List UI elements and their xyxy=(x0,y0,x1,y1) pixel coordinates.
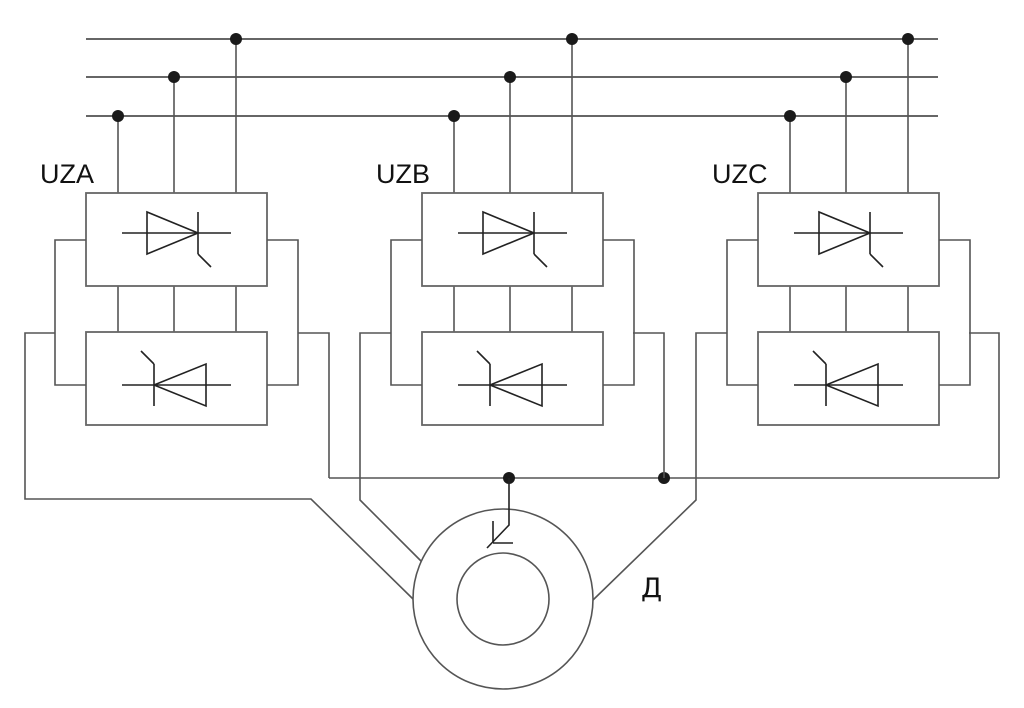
thyristor-forward-icon xyxy=(122,210,231,268)
inner-loop-left xyxy=(54,239,86,386)
thyristor-reverse-icon xyxy=(458,350,567,408)
thyristor-block-forward xyxy=(421,192,604,287)
phase-junction-dot xyxy=(902,33,914,45)
converter-uza: UZA xyxy=(40,33,299,426)
motor-label: Д xyxy=(641,573,662,604)
motor-brush-lead xyxy=(486,478,510,549)
phase-junction-dot xyxy=(230,33,242,45)
phase-junction-dot xyxy=(448,110,460,122)
converter-label: UZB xyxy=(376,159,430,189)
thyristor-block-forward xyxy=(85,192,268,287)
phase-junction-dot xyxy=(784,110,796,122)
wire-uzb-left-to-motor xyxy=(359,332,422,562)
phase-junction-dot xyxy=(112,110,124,122)
wire-uza-right-to-bus xyxy=(298,332,330,478)
thyristor-reverse-icon xyxy=(794,350,903,408)
motor-stator-circle xyxy=(412,508,594,690)
converter-label: UZC xyxy=(712,159,768,189)
thyristor-forward-icon xyxy=(458,210,567,268)
phase-junction-dot xyxy=(168,71,180,83)
thyristor-reverse-icon xyxy=(122,350,231,408)
converter-uzc: UZC xyxy=(712,33,971,426)
phase-junction-dot xyxy=(840,71,852,83)
converter-label: UZA xyxy=(40,159,94,189)
thyristor-block-reverse xyxy=(421,331,604,426)
inner-loop-left xyxy=(390,239,422,386)
thyristor-block-reverse xyxy=(85,331,268,426)
thyristor-block-forward xyxy=(757,192,940,287)
motor: Д xyxy=(412,478,662,690)
inner-loop-right xyxy=(267,239,299,386)
motor-rotor-circle xyxy=(456,552,550,646)
outer-wiring xyxy=(24,332,1000,601)
wire-uzb-right-to-bus xyxy=(633,332,665,478)
phase-junction-dot xyxy=(566,33,578,45)
phase-junction-dot xyxy=(504,71,516,83)
thyristor-forward-icon xyxy=(794,210,903,268)
inner-loop-right xyxy=(939,239,971,386)
wire-uzc-right-to-bus xyxy=(969,332,1000,478)
inner-loop-left xyxy=(726,239,758,386)
wire-uza-left-to-motor xyxy=(24,332,414,600)
thyristor-block-reverse xyxy=(757,331,940,426)
converter-uzb: UZB xyxy=(376,33,635,426)
inner-loop-right xyxy=(603,239,635,386)
wire-uzc-left-to-motor xyxy=(592,332,727,601)
